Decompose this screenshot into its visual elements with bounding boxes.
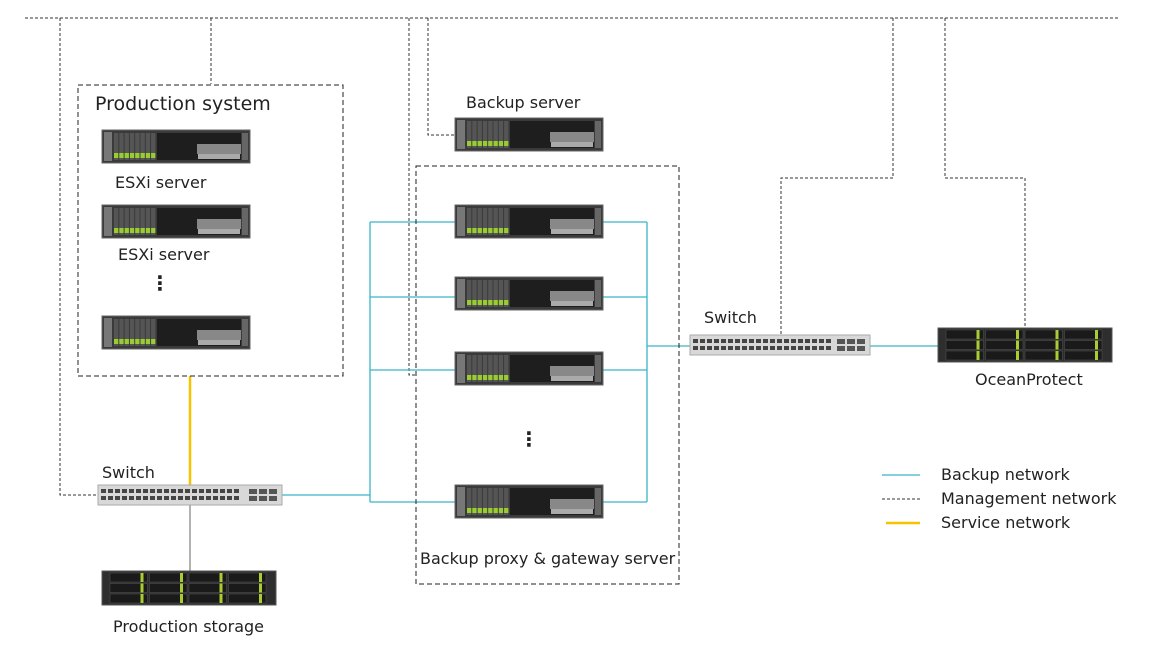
esxi-server-icon	[101, 129, 251, 164]
production-storage-icon	[101, 570, 277, 606]
legend: Backup network Management network Servic…	[882, 465, 1117, 532]
switch-left-label: Switch	[102, 463, 155, 482]
proxy-server-icon	[454, 204, 604, 239]
ocean-protect-icon	[937, 327, 1113, 363]
switch-right-label: Switch	[704, 308, 757, 327]
backup-lines	[282, 221, 938, 503]
proxy-server-icon	[454, 351, 604, 386]
esxi-server-icon	[101, 315, 251, 350]
esxi-server-icon	[101, 204, 251, 239]
ocean-protect-label: OceanProtect	[975, 370, 1083, 389]
switch-right-icon	[689, 334, 871, 356]
legend-label: Management network	[941, 489, 1117, 508]
ellipsis: ⋮	[519, 427, 539, 451]
production-system-box	[77, 84, 344, 377]
legend-label: Backup network	[941, 465, 1070, 484]
esxi-server-label: ESXi server	[115, 173, 207, 192]
proxy-group-label: Backup proxy & gateway server	[420, 549, 676, 568]
backup-server-label: Backup server	[466, 93, 581, 112]
backup-server-icon	[454, 117, 604, 152]
ellipsis: ⋮	[150, 271, 170, 295]
production-storage-label: Production storage	[113, 617, 264, 636]
management-lines	[25, 17, 1120, 496]
proxy-server-icon	[454, 484, 604, 519]
proxy-group-box	[415, 165, 680, 585]
esxi-server-label: ESXi server	[118, 245, 210, 264]
switch-left-icon	[97, 484, 283, 506]
production-system-title: Production system	[95, 93, 271, 115]
legend-label: Service network	[941, 513, 1071, 532]
proxy-server-icon	[454, 276, 604, 311]
